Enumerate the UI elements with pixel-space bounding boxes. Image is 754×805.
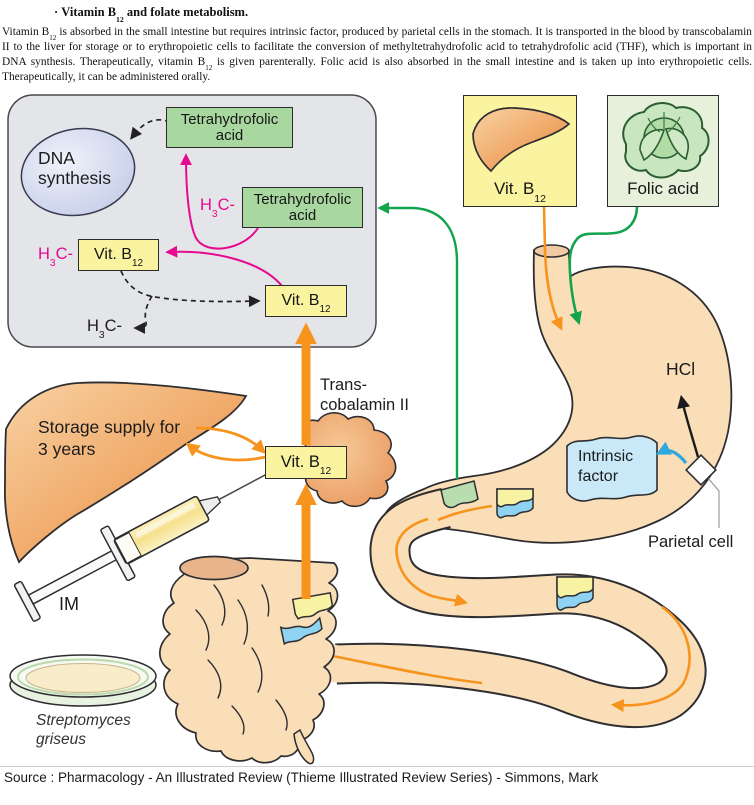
vitb12-box-cell-methylated: Vit. B12 xyxy=(78,239,159,271)
appendix xyxy=(293,728,315,765)
transcobalamin-label: Trans-cobalamin II xyxy=(320,376,409,414)
im-label: IM xyxy=(59,594,79,614)
figure-description: Vitamin B12 is absorbed in the small int… xyxy=(2,26,752,83)
gut-flow-arrows xyxy=(316,504,691,713)
liver-illustration xyxy=(3,381,248,564)
green-ingestion-arrow xyxy=(568,205,639,325)
methyl-transfer-arrows xyxy=(165,153,283,287)
folic-acid-piece xyxy=(440,480,479,509)
petri-dish-icon xyxy=(9,654,157,707)
hcl-arrow xyxy=(677,394,700,458)
vitb12-box-cell: Vit. B12 xyxy=(265,285,347,317)
methyl-label-mid: H3C- xyxy=(200,196,236,221)
b12-if-complex-jejunum xyxy=(556,576,594,611)
vitb12-box-blood: Vit. B12 xyxy=(265,446,347,479)
figure-caption: · Vitamin B12 and folate metabolism. Vit… xyxy=(0,0,754,85)
colon-illustration xyxy=(159,555,339,765)
intrinsic-factor-arrow xyxy=(655,441,688,465)
source-line: Source : Pharmacology - An Illustrated R… xyxy=(0,766,754,785)
parietal-cell-pointer-line xyxy=(707,477,720,528)
small-intestine-illustration xyxy=(305,483,707,729)
b12-if-complex-duodenum xyxy=(496,488,534,519)
figure-title: · Vitamin B12 and folate metabolism. xyxy=(54,5,249,24)
methyl-label-bottom: H3C- xyxy=(87,317,123,342)
intrinsic-factor-box xyxy=(566,435,658,502)
transcobalamin-protein-blob xyxy=(301,412,397,508)
esophagus-opening xyxy=(533,244,570,258)
colon-opening xyxy=(179,555,249,581)
folate-absorption-arrow xyxy=(377,202,459,479)
intrinsic-factor-released-piece xyxy=(279,616,323,646)
parietal-cell-diamond xyxy=(685,454,717,486)
vitb12-source-box: Vit. B12 xyxy=(463,95,577,207)
dna-synthesis-ellipse xyxy=(20,127,136,217)
cabbage-icon xyxy=(622,102,710,179)
orange-ingestion-arrow xyxy=(542,205,563,331)
b12-released-piece xyxy=(291,591,334,620)
syringe-icon xyxy=(13,471,271,622)
methyl-label-left: H3C- xyxy=(38,245,74,270)
folic-acid-source-box: Folic acid xyxy=(607,95,719,207)
liver-icon xyxy=(472,107,571,173)
liver-storage-arrows xyxy=(185,426,266,462)
parietal-cell-label: Parietal cell xyxy=(648,533,734,551)
hcl-label: HCl xyxy=(666,359,696,379)
